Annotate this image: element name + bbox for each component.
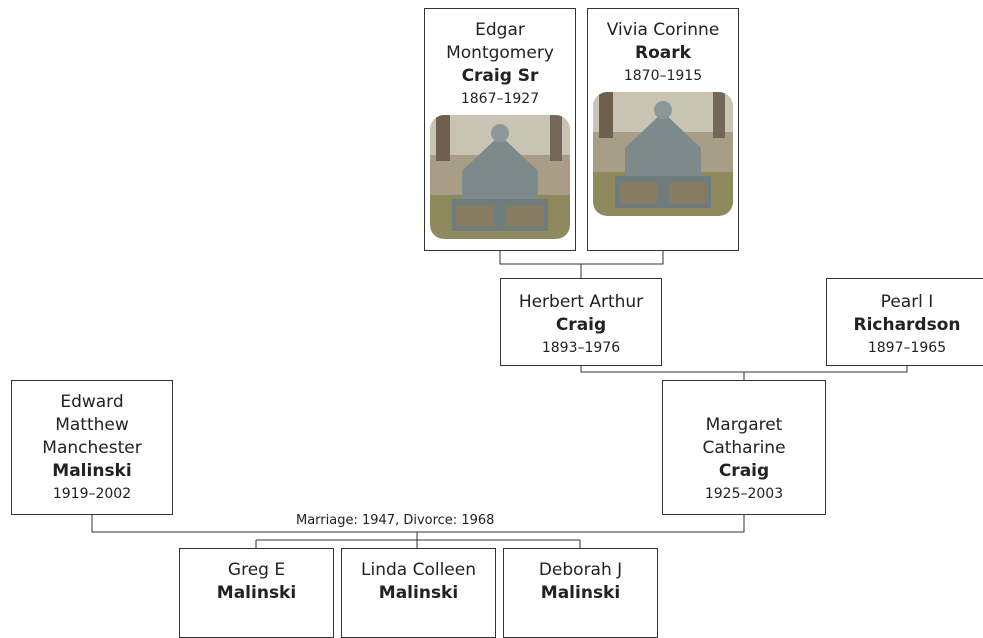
surname: Malinski: [540, 583, 621, 603]
person-card-edward[interactable]: Edward Matthew Manchester Malinski 1919–…: [11, 380, 173, 515]
life-dates: 1870–1915: [623, 68, 703, 84]
connector-edgar-vivia: [499, 250, 664, 265]
person-card-vivia[interactable]: Vivia Corinne Roark 1870–1915: [587, 8, 739, 251]
given-name: Pearl I: [880, 292, 934, 312]
connector-herbert-pearl: [580, 365, 908, 373]
given-name: Margaret Catharine: [702, 415, 786, 458]
given-name: Herbert Arthur: [518, 292, 644, 312]
person-card-herbert[interactable]: Herbert Arthur Craig 1893–1976: [500, 278, 662, 366]
person-card-pearl[interactable]: Pearl I Richardson 1897–1965: [826, 278, 983, 366]
gravestone-photo: [593, 92, 733, 216]
person-card-edgar[interactable]: Edgar Montgomery Craig Sr 1867–1927: [424, 8, 576, 251]
surname: Malinski: [378, 583, 459, 603]
life-dates: 1897–1965: [867, 340, 947, 356]
given-name: Greg E: [227, 560, 286, 580]
person-card-greg[interactable]: Greg E Malinski: [179, 548, 334, 638]
life-dates: 1919–2002: [52, 486, 132, 502]
person-card-linda[interactable]: Linda Colleen Malinski: [341, 548, 496, 638]
life-dates: 1867–1927: [460, 91, 540, 107]
given-name: Vivia Corinne: [606, 20, 720, 40]
surname: Craig Sr: [461, 66, 539, 86]
marriage-label: Marriage: 1947, Divorce: 1968: [294, 513, 497, 529]
given-name: Deborah J: [538, 560, 623, 580]
surname: Malinski: [52, 461, 132, 481]
surname: Malinski: [216, 583, 297, 603]
surname: Roark: [635, 43, 691, 63]
surname: Richardson: [853, 315, 961, 335]
given-name: Linda Colleen: [361, 560, 476, 580]
person-card-margaret[interactable]: Margaret Catharine Craig 1925–2003: [662, 380, 826, 515]
life-dates: 1893–1976: [541, 340, 621, 356]
surname: Craig: [718, 461, 770, 481]
surname: Craig: [555, 315, 607, 335]
given-name: Edward Matthew Manchester: [42, 392, 142, 458]
given-name: Edgar Montgomery: [446, 20, 554, 63]
connector-edward-margaret: [91, 514, 745, 533]
person-card-deborah[interactable]: Deborah J Malinski: [503, 548, 658, 638]
gravestone-photo: [430, 115, 570, 239]
life-dates: 1925–2003: [704, 486, 784, 502]
